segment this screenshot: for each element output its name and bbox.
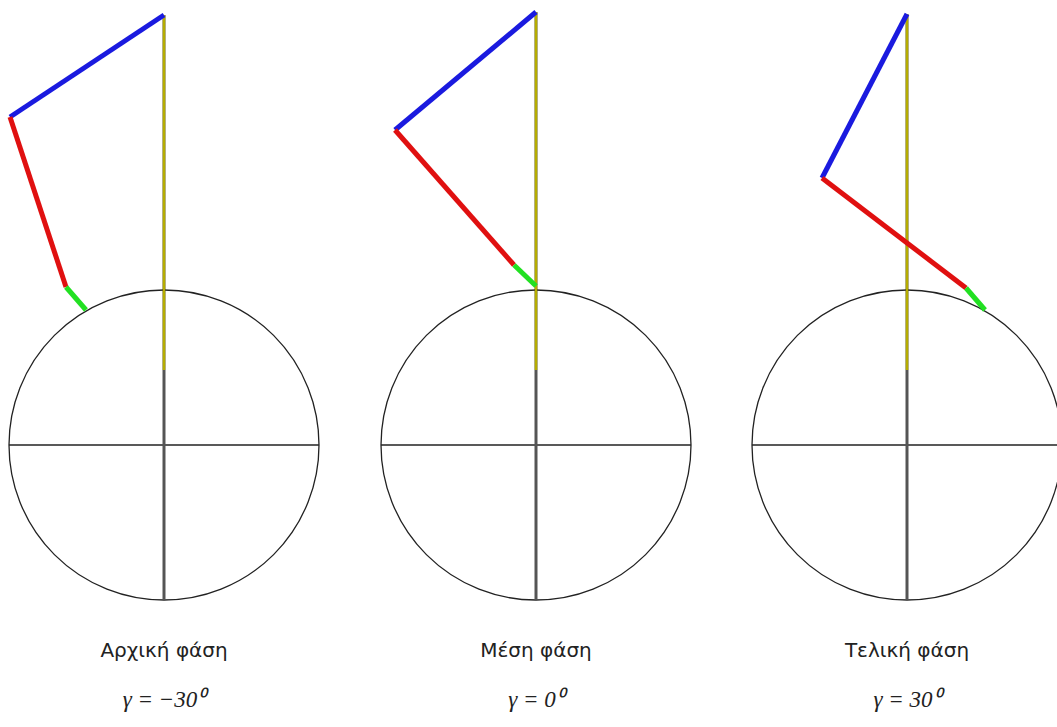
guide-rod [163,15,164,370]
angle-label: γ = 30⁰ [873,682,940,714]
axis-line [535,370,538,600]
blue-link [10,15,164,117]
linkage-group [10,12,985,370]
blue-link [395,12,536,130]
angle-label: γ = 0⁰ [508,682,564,714]
guide-rod [906,14,907,370]
guide-rod [535,12,536,370]
phase-label: Αρχική φάση [100,638,227,662]
angle-label: γ = −30⁰ [123,682,206,714]
red-link [395,130,514,265]
wheel-group [9,290,1057,600]
green-link [514,265,536,286]
guide-rod [535,12,538,370]
green-link [966,288,985,310]
wheel-circle [752,290,1057,600]
guide-rod [906,14,909,370]
red-link [10,117,66,287]
red-link [822,178,966,288]
axis-line [906,370,909,600]
blue-link [822,14,907,178]
green-link [66,287,86,310]
phase-label: Τελική φάση [845,638,969,662]
phase-label: Μέση φάση [480,638,592,662]
axis-line [163,370,166,600]
guide-rod [163,15,166,370]
axis-line [752,444,1057,445]
